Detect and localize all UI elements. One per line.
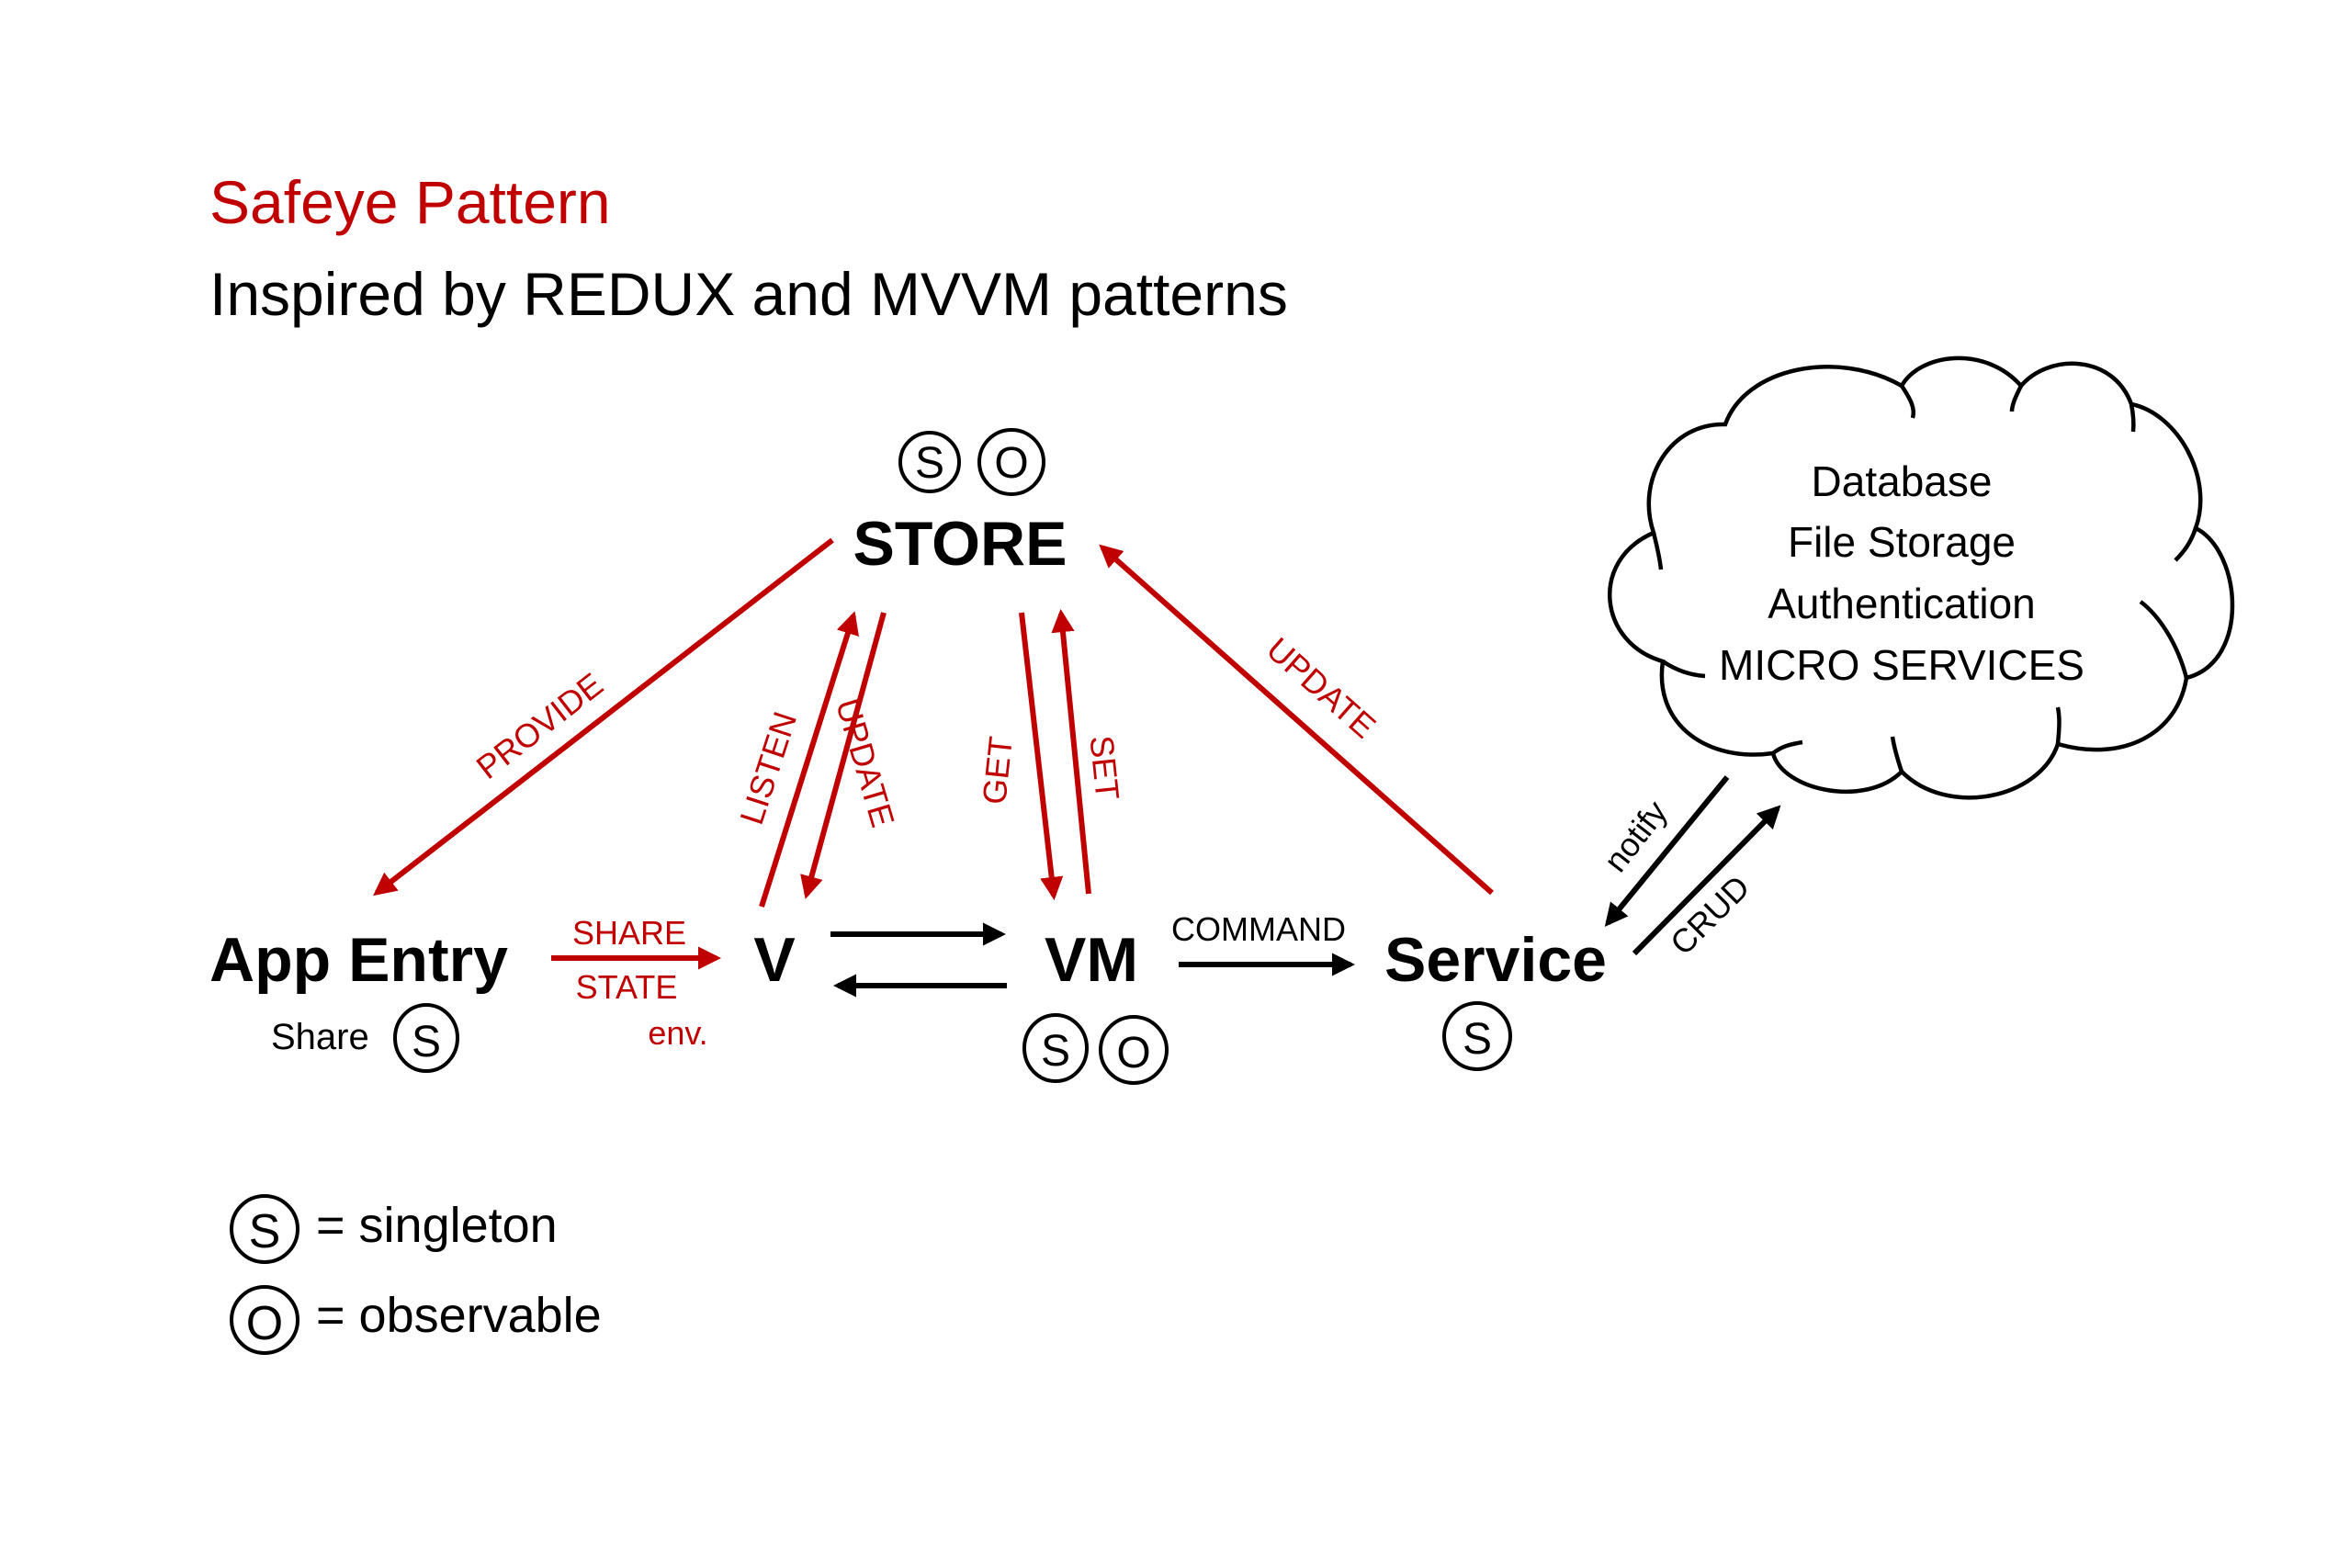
edge-provide: PROVIDE xyxy=(373,537,834,897)
singleton-badge: S xyxy=(898,431,961,493)
edge-update-service-label: UPDATE xyxy=(1260,630,1384,746)
view-label: V xyxy=(753,925,795,995)
singleton-badge: S xyxy=(1022,1013,1089,1083)
legend-item-singleton: S = singleton xyxy=(230,1194,558,1264)
observable-badge: O xyxy=(977,428,1045,496)
app-entry-label: App Entry xyxy=(209,925,508,995)
cloud-line-database: Database xyxy=(1812,457,1993,505)
view-model-label: VM xyxy=(1045,925,1138,995)
app-entry-node: App Entry Share S xyxy=(209,925,508,1073)
edge-command: COMMAND xyxy=(1171,910,1356,976)
edge-set-label: SET xyxy=(1082,734,1126,802)
service-label: Service xyxy=(1384,925,1607,995)
observable-badge-letter: O xyxy=(994,439,1028,488)
edge-share-state: SHARE STATE env. xyxy=(551,914,722,1052)
cloud-line-micro-services: MICRO SERVICES xyxy=(1719,641,2084,689)
singleton-badge: S xyxy=(1442,1001,1512,1071)
cloud-shape xyxy=(1608,355,2235,800)
legend: S = singleton O = observable xyxy=(230,1194,602,1355)
cloud-backend: Database File Storage Authentication MIC… xyxy=(1608,355,2235,800)
edge-get-label: GET xyxy=(975,735,1020,807)
view-model-node: VM S O xyxy=(1022,925,1169,1085)
edge-update-store-to-view: UPDATE xyxy=(800,612,902,899)
edge-state-label: STATE xyxy=(576,968,678,1006)
edge-notify-label: notify xyxy=(1597,794,1675,879)
edge-update-v-label: UPDATE xyxy=(829,694,902,831)
edge-get: GET xyxy=(975,612,1064,901)
singleton-badge: S xyxy=(393,1003,459,1073)
legend-singleton-badge: S xyxy=(249,1205,281,1258)
singleton-badge-letter: S xyxy=(1463,1015,1492,1064)
edge-command-label: COMMAND xyxy=(1171,910,1346,948)
store-label: STORE xyxy=(853,509,1067,579)
app-entry-share-label: Share xyxy=(271,1017,369,1057)
diagram-subtitle: Inspired by REDUX and MVVM patterns xyxy=(209,260,1288,328)
legend-item-observable: O = observable xyxy=(230,1285,602,1355)
edge-listen: LISTEN xyxy=(732,611,859,908)
edge-update-service-to-store: UPDATE xyxy=(1099,544,1494,896)
singleton-badge-letter: S xyxy=(412,1018,441,1066)
singleton-badge-letter: S xyxy=(915,439,944,488)
edge-env-note: env. xyxy=(648,1014,707,1052)
edge-share-label: SHARE xyxy=(572,914,686,952)
diagram-title: Safeye Pattern xyxy=(209,168,611,236)
legend-observable-badge: O xyxy=(246,1297,283,1350)
legend-singleton-text: = singleton xyxy=(316,1198,558,1253)
singleton-badge-letter: S xyxy=(1041,1027,1070,1076)
edge-set: SET xyxy=(1051,608,1126,895)
cloud-line-authentication: Authentication xyxy=(1768,580,2036,627)
observable-badge-letter: O xyxy=(1116,1029,1150,1077)
cloud-line-file-storage: File Storage xyxy=(1788,518,2016,566)
service-node: Service S xyxy=(1384,925,1607,1071)
store-node: S O STORE xyxy=(853,428,1067,579)
observable-badge: O xyxy=(1099,1015,1169,1085)
legend-observable-text: = observable xyxy=(316,1288,602,1343)
edge-crud-label: CRUD xyxy=(1663,868,1757,963)
